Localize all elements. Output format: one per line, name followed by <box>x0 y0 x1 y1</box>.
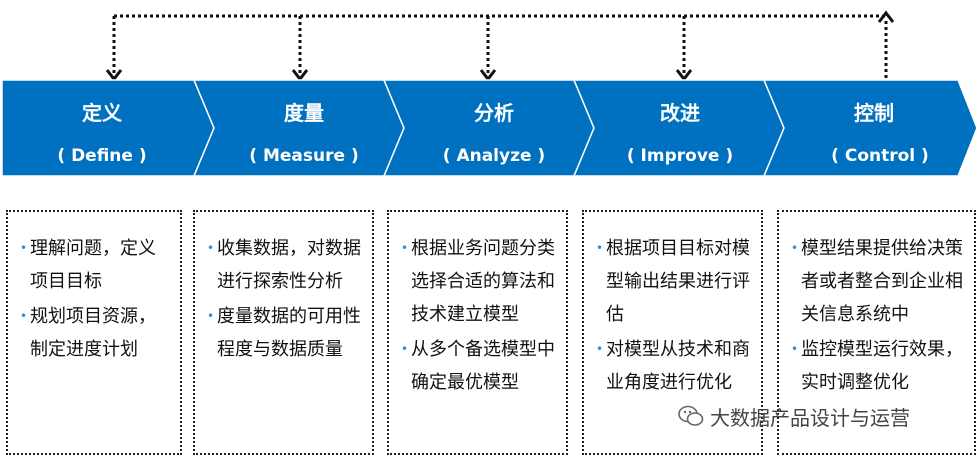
bullet-item: •度量数据的可用性程度与数据质量 <box>207 300 362 366</box>
stage-box-improve: •根据项目目标对模型输出结果进行评估 •对模型从技术和商业角度进行优化 <box>582 210 763 455</box>
bullet-text: 监控模型运行效果，实时调整优化 <box>801 339 963 393</box>
stage-title-measure: 度量 <box>284 101 324 125</box>
stage-subtitle-control: ( Control ) <box>831 146 929 166</box>
bullet-dot-icon: • <box>20 309 28 323</box>
arrowhead-2 <box>291 69 309 82</box>
stage-subtitle-define: ( Define ) <box>57 146 146 166</box>
chevron-row <box>1 79 978 177</box>
stage-title-analyze: 分析 <box>474 101 514 125</box>
bullet-text: 根据业务问题分类选择合适的算法和技术建立模型 <box>411 238 555 325</box>
bullet-text: 从多个备选模型中确定最优模型 <box>411 339 555 393</box>
bullet-item: •监控模型运行效果，实时调整优化 <box>791 333 964 399</box>
bullet-dot-icon: • <box>20 241 28 255</box>
bullet-text: 理解问题，定义项目目标 <box>30 238 156 292</box>
bullet-item: •对模型从技术和商业角度进行优化 <box>596 333 751 399</box>
stage-title-improve: 改进 <box>660 101 700 125</box>
bullet-item: •模型结果提供给决策者或者整合到企业相关信息系统中 <box>791 232 964 331</box>
bullet-dot-icon: • <box>791 342 799 356</box>
bullet-item: •根据业务问题分类选择合适的算法和技术建立模型 <box>401 232 556 331</box>
bullet-dot-icon: • <box>207 309 215 323</box>
stage-subtitle-measure: ( Measure ) <box>249 146 358 166</box>
bullet-item: •从多个备选模型中确定最优模型 <box>401 333 556 399</box>
bullet-text: 度量数据的可用性程度与数据质量 <box>217 306 361 360</box>
watermark: 大数据产品设计与运营 <box>678 400 910 432</box>
arrowhead-up <box>877 10 895 23</box>
feedback-loop <box>112 14 888 78</box>
wechat-icon <box>678 405 704 426</box>
stage-subtitle-analyze: ( Analyze ) <box>443 146 545 166</box>
arrowhead-1 <box>105 69 123 82</box>
bullet-item: •规划项目资源，制定进度计划 <box>20 300 170 366</box>
bullet-text: 对模型从技术和商业角度进行优化 <box>606 339 750 393</box>
bullet-dot-icon: • <box>596 342 604 356</box>
bullet-dot-icon: • <box>401 241 409 255</box>
stage-box-analyze: •根据业务问题分类选择合适的算法和技术建立模型 •从多个备选模型中确定最优模型 <box>387 210 568 455</box>
bullet-item: •理解问题，定义项目目标 <box>20 232 170 298</box>
bullet-item: •根据项目目标对模型输出结果进行评估 <box>596 232 751 331</box>
stage-box-control: •模型结果提供给决策者或者整合到企业相关信息系统中 •监控模型运行效果，实时调整… <box>777 210 976 455</box>
bullet-dot-icon: • <box>207 241 215 255</box>
arrowhead-3 <box>479 69 497 82</box>
stage-title-control: 控制 <box>854 101 894 125</box>
arrowhead-4 <box>675 69 693 82</box>
bullet-text: 模型结果提供给决策者或者整合到企业相关信息系统中 <box>801 238 963 325</box>
chevron-labels: 定义 ( Define ) 度量 ( Measure ) 分析 ( Analyz… <box>57 101 928 166</box>
stage-box-define: •理解问题，定义项目目标 •规划项目资源，制定进度计划 <box>6 210 182 455</box>
bullet-dot-icon: • <box>596 241 604 255</box>
bullet-dot-icon: • <box>791 241 799 255</box>
stage-subtitle-improve: ( Improve ) <box>627 146 733 166</box>
loop-arrowheads <box>105 10 895 82</box>
bullet-item: •收集数据，对数据进行探索性分析 <box>207 232 362 298</box>
bullet-text: 根据项目目标对模型输出结果进行评估 <box>606 238 750 325</box>
stage-title-define: 定义 <box>82 101 122 125</box>
bullet-text: 收集数据，对数据进行探索性分析 <box>217 238 361 292</box>
stage-box-measure: •收集数据，对数据进行探索性分析 •度量数据的可用性程度与数据质量 <box>193 210 374 455</box>
chevron-control <box>762 79 978 177</box>
watermark-text: 大数据产品设计与运营 <box>710 405 910 430</box>
bullet-dot-icon: • <box>401 342 409 356</box>
bullet-text: 规划项目资源，制定进度计划 <box>30 306 156 360</box>
